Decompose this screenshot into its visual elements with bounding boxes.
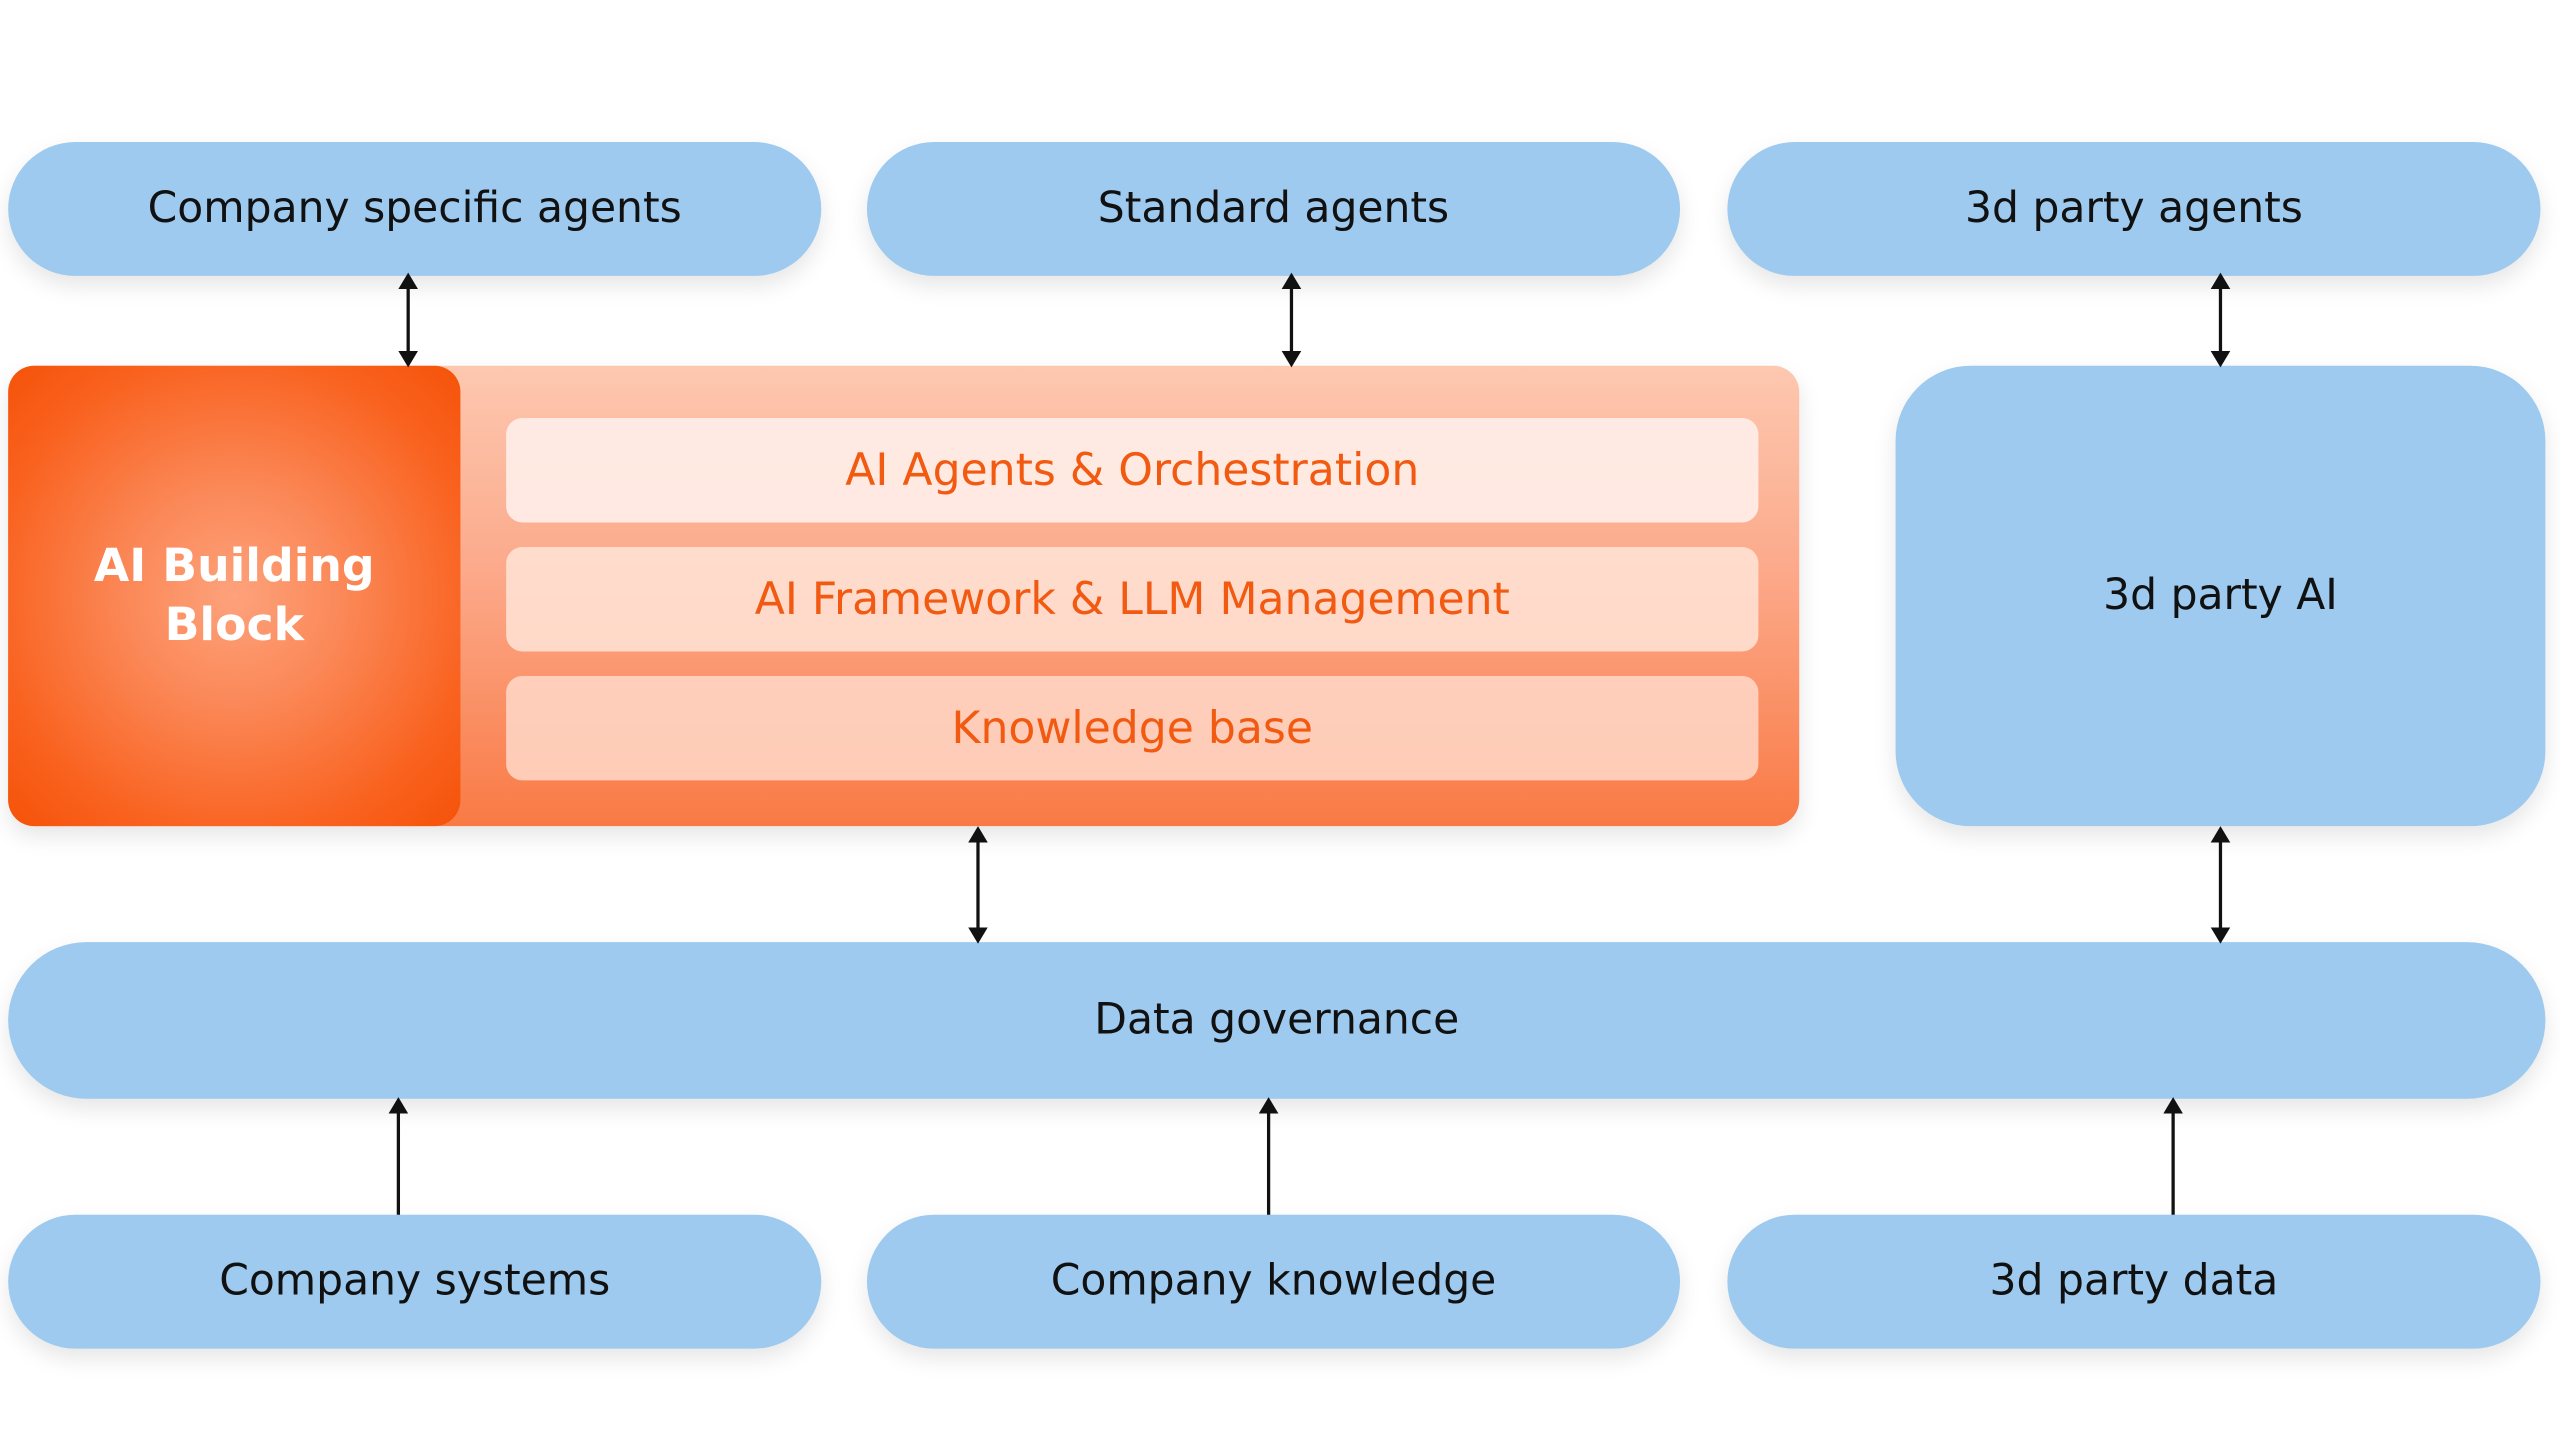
ai-building-block-title: AI Building Block (8, 365, 461, 827)
layer-ai-framework-llm-management: AI Framework & LLM Management (506, 546, 1759, 652)
third-party-agents-box: 3d party agents (1727, 142, 2541, 276)
third-party-data-box: 3d party data (1727, 1214, 2541, 1349)
company-knowledge-box: Company knowledge (866, 1214, 1681, 1349)
layer-ai-agents-orchestration: AI Agents & Orchestration (506, 417, 1759, 523)
layer-knowledge-base: Knowledge base (506, 675, 1759, 781)
company-systems-box: Company systems (8, 1214, 822, 1349)
data-governance-bar: Data governance (8, 942, 2546, 1099)
third-party-ai-box: 3d party AI (1895, 365, 2546, 827)
standard-agents-box: Standard agents (866, 142, 1681, 276)
company-specific-agents-box: Company specific agents (8, 142, 822, 276)
ai-building-block-container: AI Building Block AI Agents & Orchestrat… (8, 365, 1800, 827)
